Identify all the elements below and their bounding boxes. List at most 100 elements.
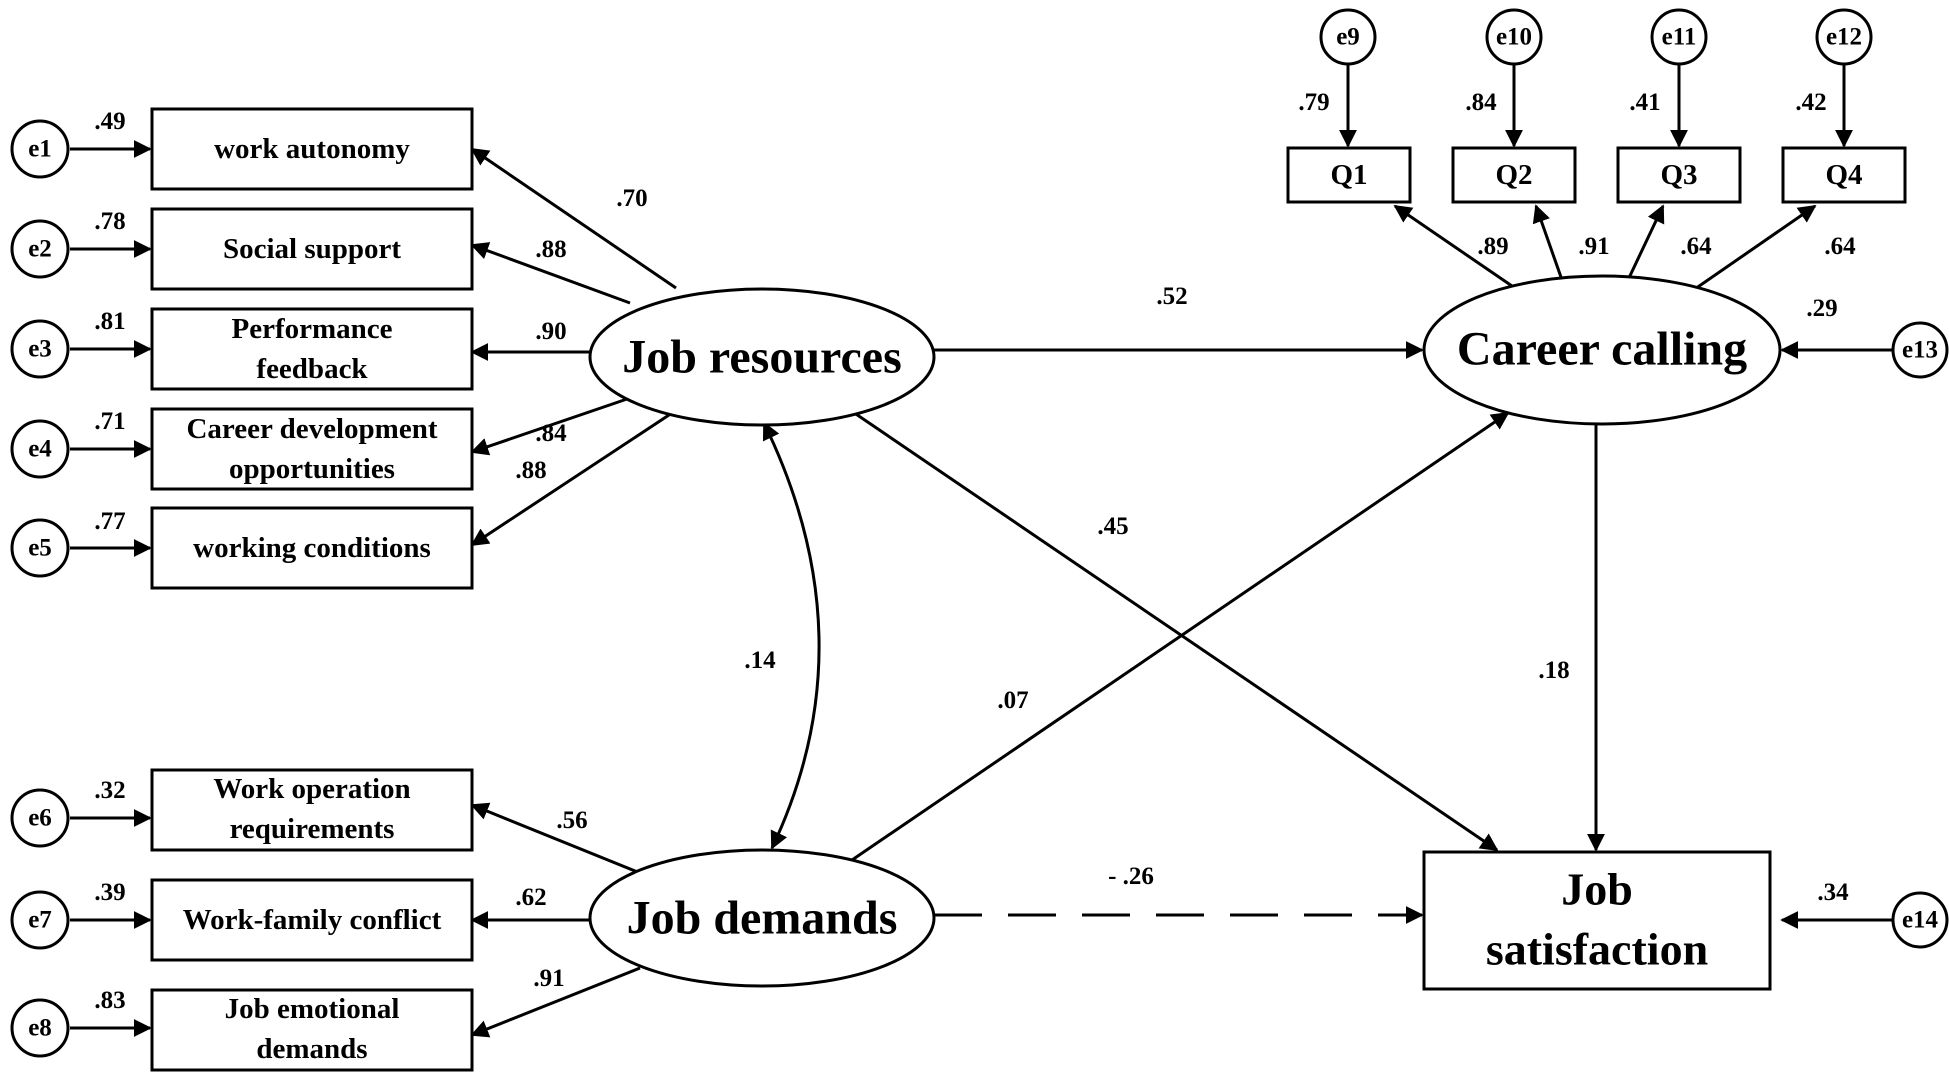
error-circle-e7 — [10, 890, 70, 950]
coef-e11: .41 — [1629, 89, 1660, 116]
coef-e2: .78 — [94, 208, 125, 235]
indicator-box-work-autonomy — [150, 107, 474, 191]
error-circle-e8 — [10, 998, 70, 1058]
coef-e7: .39 — [94, 879, 125, 906]
coef-loading-performance-feedback: .90 — [535, 318, 566, 345]
indicator-label-work-operation-line1: Work operation — [213, 773, 410, 805]
indicator-label-q3: Q3 — [1660, 159, 1697, 191]
error-label-e9: e9 — [1336, 24, 1360, 51]
loading-path-job-emotional-demands — [470, 966, 641, 1038]
coef-e6: .32 — [94, 777, 125, 804]
error-circle-e9 — [1319, 8, 1377, 66]
indicator-box-q3 — [1616, 146, 1742, 204]
loading-path-q4 — [1691, 204, 1817, 293]
error-label-e5: e5 — [28, 535, 52, 562]
coef-resources-demands-covariance: .14 — [744, 647, 776, 674]
error-label-e6: e6 — [28, 805, 52, 832]
path-demands-to-calling — [851, 411, 1510, 862]
indicator-box-q4 — [1781, 146, 1907, 204]
coef-e5: .77 — [94, 508, 125, 535]
error-circle-e3 — [10, 319, 70, 379]
indicator-box-working-conditions — [150, 506, 474, 590]
coef-e3: .81 — [94, 308, 125, 335]
error-label-e10: e10 — [1496, 24, 1532, 51]
error-circle-e12 — [1815, 8, 1873, 66]
path-resources-to-satisfaction — [849, 408, 1499, 852]
error-circle-e11 — [1650, 8, 1708, 66]
loading-path-work-autonomy — [470, 147, 677, 290]
coef-loading-career-development: .84 — [535, 420, 567, 447]
indicator-box-career-development — [150, 407, 474, 491]
error-circle-e1 — [10, 119, 70, 179]
error-label-e13: e13 — [1902, 337, 1938, 364]
coef-loading-social-support: .88 — [535, 236, 566, 263]
latent-label-job-demands: Job demands — [627, 892, 898, 945]
coef-e8: .83 — [94, 987, 125, 1014]
indicator-label-q1: Q1 — [1330, 159, 1367, 191]
error-circle-e6 — [10, 788, 70, 848]
indicator-label-work-autonomy: work autonomy — [214, 133, 410, 165]
loading-path-q2 — [1532, 204, 1564, 281]
coef-e13: .29 — [1806, 295, 1837, 322]
coef-loading-job-emotional-demands: .91 — [533, 965, 564, 992]
error-circle-e10 — [1485, 8, 1543, 66]
latent-label-job-resources: Job resources — [622, 331, 902, 384]
loading-path-social-support — [470, 242, 631, 305]
coef-resources-to-satisfaction: .45 — [1097, 513, 1128, 540]
error-label-e11: e11 — [1662, 24, 1697, 51]
error-circle-e2 — [10, 219, 70, 279]
coef-demands-to-satisfaction: - .26 — [1108, 863, 1154, 890]
indicator-label-work-family-conflict: Work-family conflict — [183, 904, 442, 936]
error-circle-e14 — [1891, 891, 1949, 949]
latent-job-demands — [588, 848, 936, 988]
indicator-box-performance-feedback — [150, 307, 474, 391]
indicator-label-q4: Q4 — [1825, 159, 1862, 191]
error-circle-e5 — [10, 518, 70, 578]
coef-loading-q2: .91 — [1578, 233, 1609, 260]
indicator-label-working-conditions: working conditions — [193, 532, 431, 564]
indicator-box-job-emotional-demands — [150, 988, 474, 1072]
coef-loading-working-conditions: .88 — [515, 457, 546, 484]
indicator-label-social-support: Social support — [223, 233, 401, 265]
loading-path-q1 — [1393, 204, 1513, 288]
loading-path-work-operation — [470, 802, 641, 875]
coef-e9: .79 — [1298, 89, 1329, 116]
coef-e4: .71 — [94, 408, 125, 435]
error-label-e12: e12 — [1826, 24, 1862, 51]
indicator-box-work-operation — [150, 768, 474, 852]
coef-e12: .42 — [1795, 89, 1826, 116]
coef-loading-q4: .64 — [1824, 233, 1856, 260]
indicator-label-q2: Q2 — [1495, 159, 1532, 191]
indicator-box-work-family-conflict — [150, 878, 474, 962]
coef-loading-q1: .89 — [1477, 233, 1508, 260]
latent-job-resources — [588, 287, 936, 427]
coef-loading-work-autonomy: .70 — [616, 185, 647, 212]
error-circle-e13 — [1891, 321, 1949, 379]
indicator-label-performance-feedback-line2: feedback — [256, 353, 368, 385]
indicator-box-q2 — [1451, 146, 1577, 204]
error-label-e1: e1 — [28, 136, 52, 163]
loading-path-working-conditions — [470, 411, 673, 547]
coef-e14: .34 — [1817, 879, 1849, 906]
loading-path-q3 — [1626, 204, 1665, 281]
latent-career-calling — [1422, 274, 1782, 426]
indicator-box-social-support — [150, 207, 474, 291]
latent-label-career-calling: Career calling — [1457, 323, 1747, 376]
coef-e10: .84 — [1465, 89, 1497, 116]
error-circle-e4 — [10, 419, 70, 479]
outcome-label-line2: satisfaction — [1486, 924, 1708, 975]
error-label-e7: e7 — [28, 907, 52, 934]
indicator-label-work-operation-line2: requirements — [230, 813, 395, 845]
indicator-box-q1 — [1286, 146, 1412, 204]
coef-e1: .49 — [94, 108, 125, 135]
error-label-e8: e8 — [28, 1015, 52, 1042]
coef-calling-to-satisfaction: .18 — [1538, 657, 1569, 684]
outcome-box-job-satisfaction — [1422, 850, 1772, 991]
coef-loading-work-family-conflict: .62 — [515, 884, 546, 911]
indicator-label-job-emotional-demands-line1: Job emotional — [225, 993, 400, 1025]
indicator-label-job-emotional-demands-line2: demands — [256, 1033, 367, 1065]
coef-loading-q3: .64 — [1680, 233, 1712, 260]
error-label-e14: e14 — [1902, 907, 1939, 934]
coef-loading-work-operation: .56 — [556, 807, 587, 834]
